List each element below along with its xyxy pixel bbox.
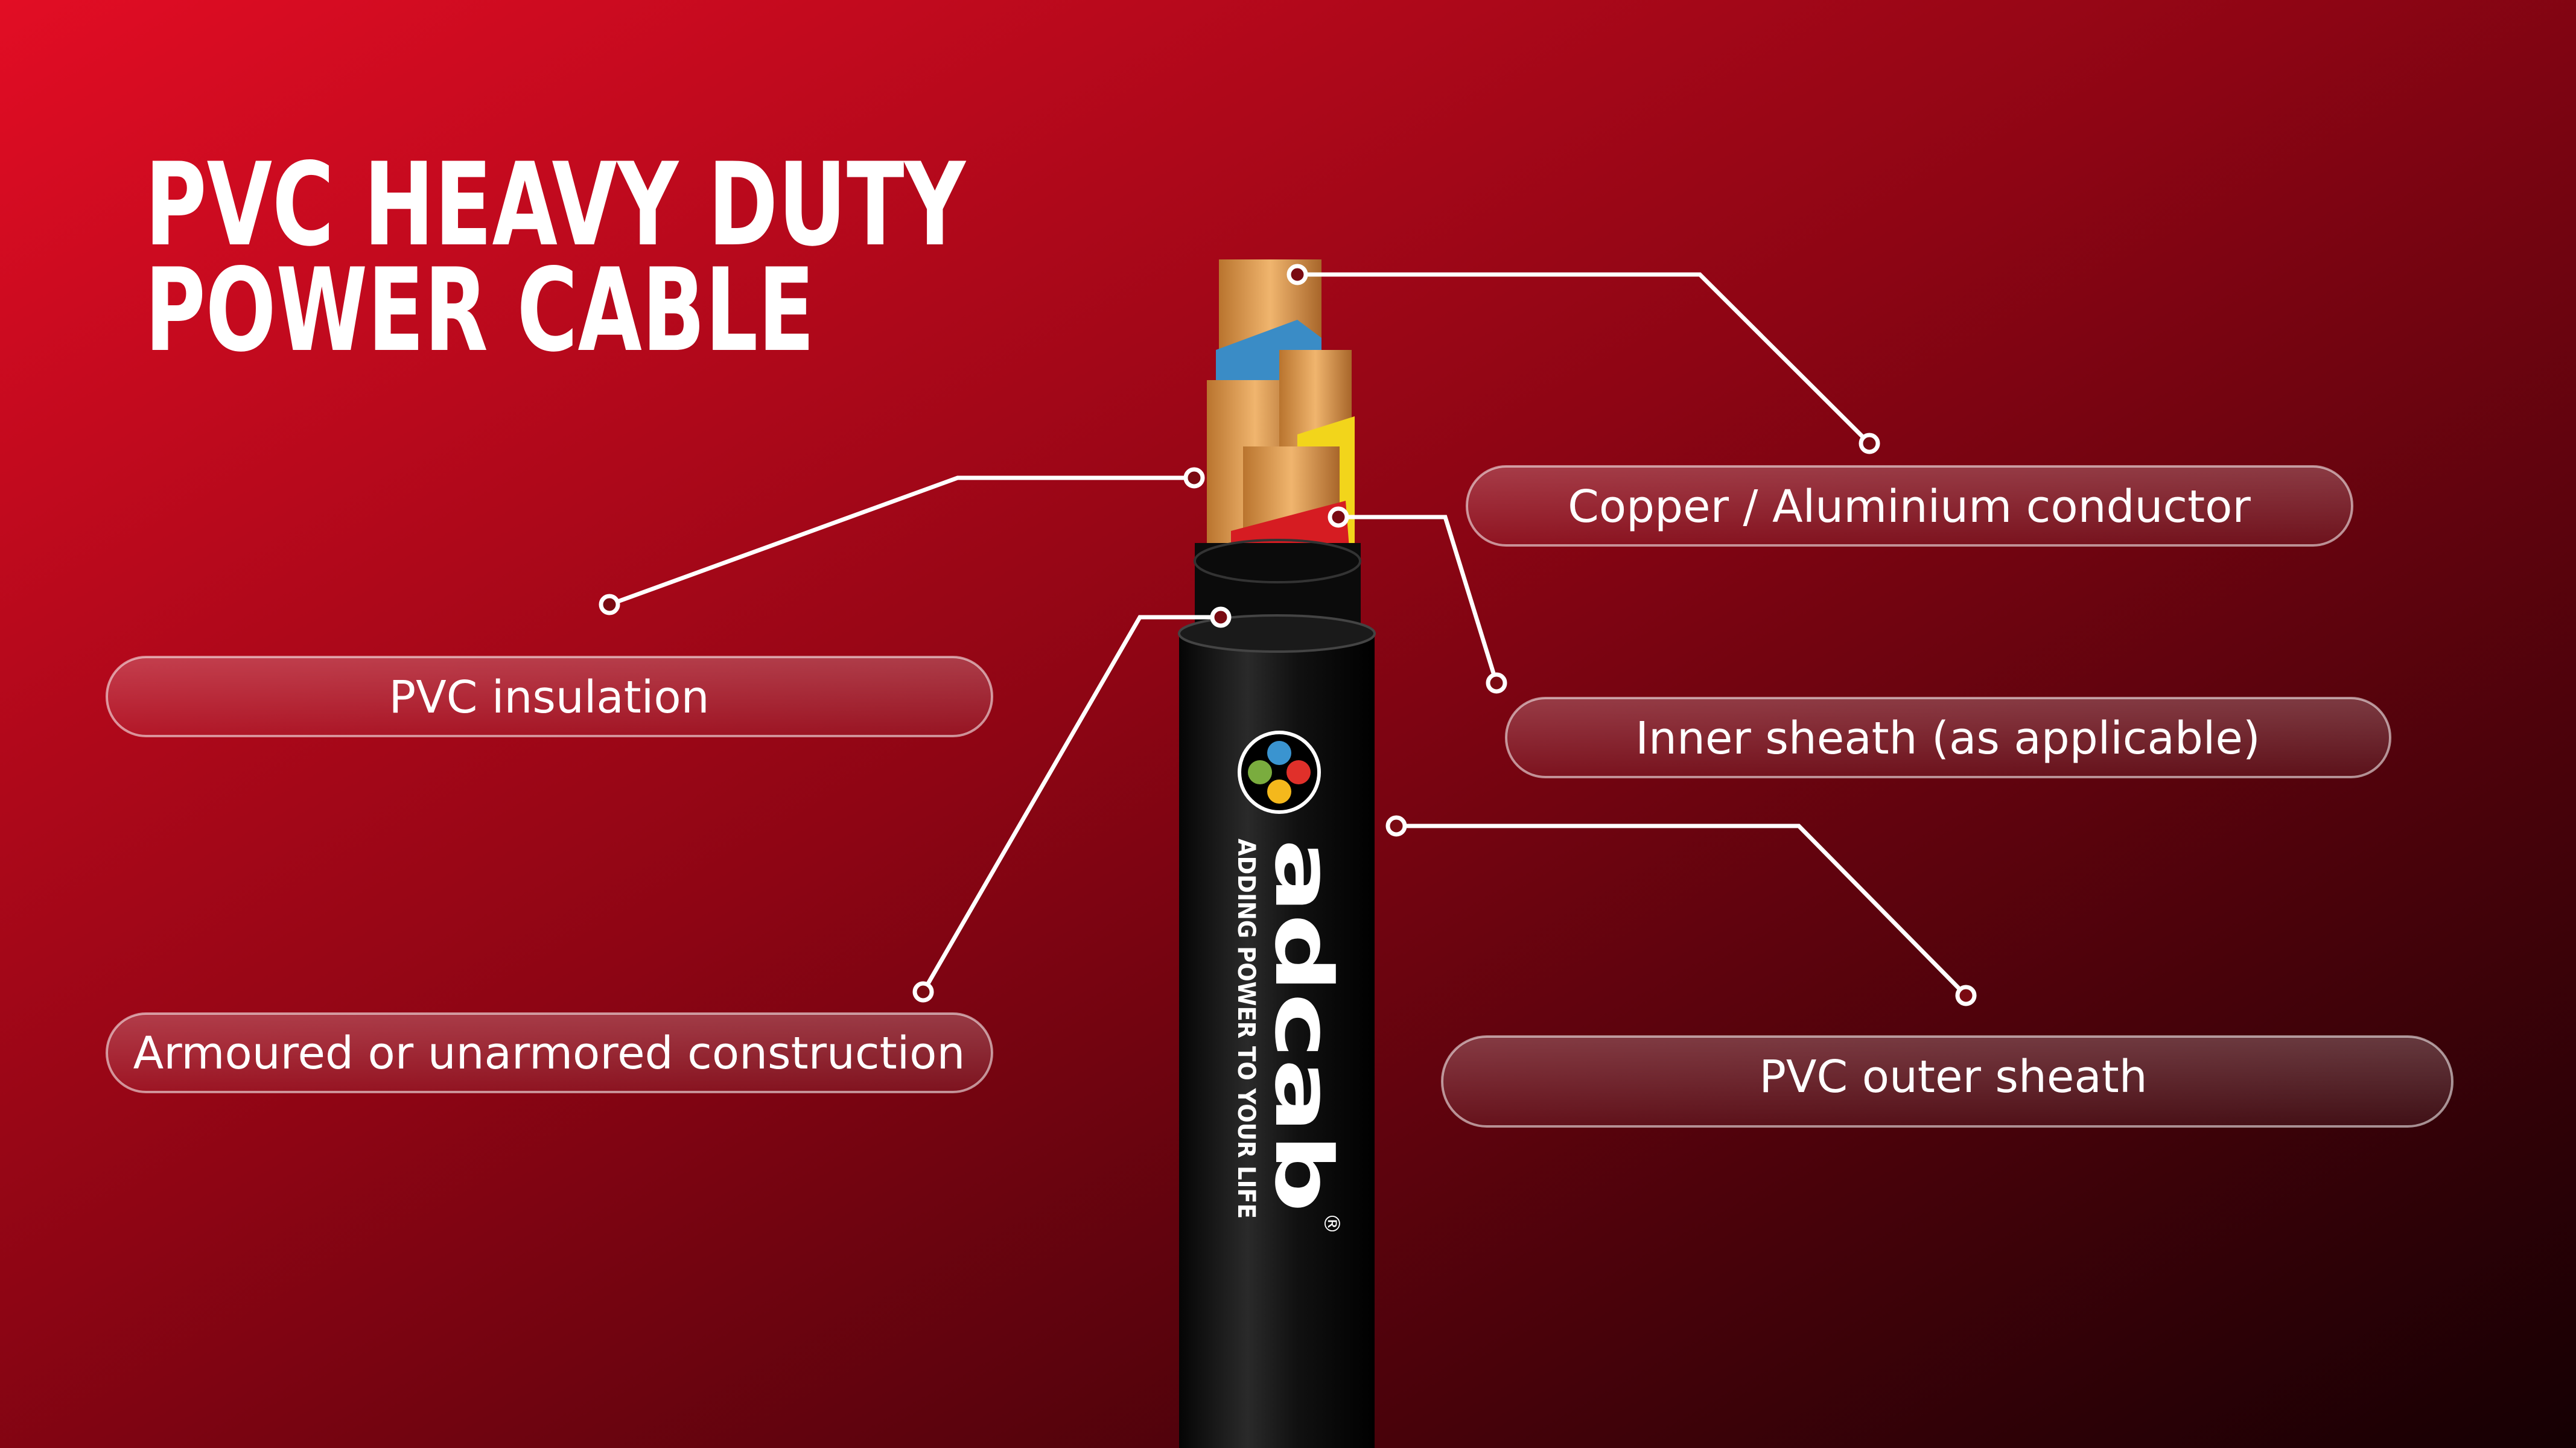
leader-armour <box>921 615 1221 993</box>
logo-dot-blue <box>1267 741 1291 765</box>
page-title-line1: PVC HEAVY DUTY <box>145 138 967 272</box>
label-insulation: PVC insulation <box>106 656 993 737</box>
leader-conductor <box>1297 272 1871 445</box>
logo-dot-red <box>1286 760 1311 784</box>
logo-dot-green <box>1248 760 1272 784</box>
brand-tagline: ADDING POWER TO YOUR LIFE <box>1232 839 1260 1219</box>
logo-ring <box>1238 731 1321 814</box>
label-armour: Armoured or unarmored construction <box>106 1012 993 1093</box>
label-armour-text: Armoured or unarmored construction <box>133 1027 965 1079</box>
brand-registered: ® <box>1319 1213 1344 1234</box>
label-outer-sheath: PVC outer sheath <box>1441 1035 2454 1128</box>
label-inner-sheath: Inner sheath (as applicable) <box>1505 697 2391 778</box>
label-conductor-text: Copper / Aluminium conductor <box>1568 481 2251 533</box>
leader-inner-sheath <box>1338 515 1499 684</box>
brand-logo: adcab ® ADDING POWER TO YOUR LIFE <box>1232 731 1349 1234</box>
label-insulation-text: PVC insulation <box>389 672 709 723</box>
label-outer-sheath-text: PVC outer sheath <box>1759 1051 2147 1103</box>
leader-insulation <box>608 475 1194 607</box>
label-conductor: Copper / Aluminium conductor <box>1466 465 2353 547</box>
logo-dot-yellow <box>1267 780 1291 804</box>
leader-outer-sheath <box>1396 824 1968 997</box>
page-title-line2: POWER CABLE <box>145 244 815 377</box>
brand-name: adcab <box>1258 839 1349 1213</box>
cable-illustration: adcab ® ADDING POWER TO YOUR LIFE <box>1178 259 1376 1448</box>
leader-dots <box>599 264 1977 1006</box>
label-inner-sheath-text: Inner sheath (as applicable) <box>1635 713 2260 764</box>
